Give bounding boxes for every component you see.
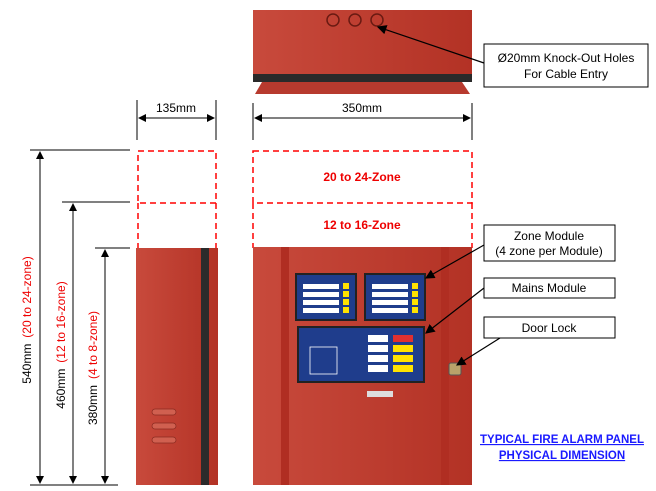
knockout-hole — [326, 13, 340, 27]
top-view — [253, 10, 472, 94]
knockout-hole — [348, 13, 362, 27]
svg-text:460mm(12 to 16-zone): 460mm (12 to 16-zone) — [54, 281, 68, 408]
callout-boxes — [483, 43, 649, 339]
svg-text:380mm(4 to 8-zone): 380mm (4 to 8-zone) — [86, 311, 100, 425]
title-line1: TYPICAL FIRE ALARM PANEL — [480, 434, 644, 446]
svg-text:540mm(20 to 24-zone): 540mm (20 to 24-zone) — [20, 256, 34, 383]
zone-module — [364, 273, 426, 321]
zone-module — [295, 273, 357, 321]
mains-module — [297, 326, 425, 383]
front-view — [253, 247, 472, 485]
title-line2: PHYSICAL DIMENSION — [499, 450, 625, 462]
callout-arrows — [376, 25, 501, 366]
width-label: 350mm — [342, 101, 382, 115]
h380-label: 380mm — [86, 385, 100, 425]
door-lock-callout: Door Lock — [522, 321, 578, 335]
zone-label-middle: 12 to 16-Zone — [323, 218, 401, 232]
mains-module-callout: Mains Module — [512, 281, 587, 295]
h540-label: 540mm — [20, 344, 34, 384]
expansion-outlines — [137, 150, 473, 248]
door-lock — [448, 362, 462, 376]
h540-note: (20 to 24-zone) — [20, 256, 34, 337]
zone-module-callout-line2: (4 zone per Module) — [495, 244, 602, 258]
brand-badge — [367, 391, 393, 397]
side-view — [136, 248, 218, 485]
h380-note: (4 to 8-zone) — [86, 311, 100, 379]
h460-label: 460mm — [54, 369, 68, 409]
knockout-callout-line2: For Cable Entry — [524, 67, 608, 81]
h460-note: (12 to 16-zone) — [54, 281, 68, 362]
dimension-lines — [30, 100, 473, 486]
depth-label: 135mm — [156, 101, 196, 115]
zone-module-callout-line1: Zone Module — [514, 229, 584, 243]
knockout-callout-line1: Ø20mm Knock-Out Holes — [498, 51, 635, 65]
zone-label-top: 20 to 24-Zone — [323, 170, 401, 184]
